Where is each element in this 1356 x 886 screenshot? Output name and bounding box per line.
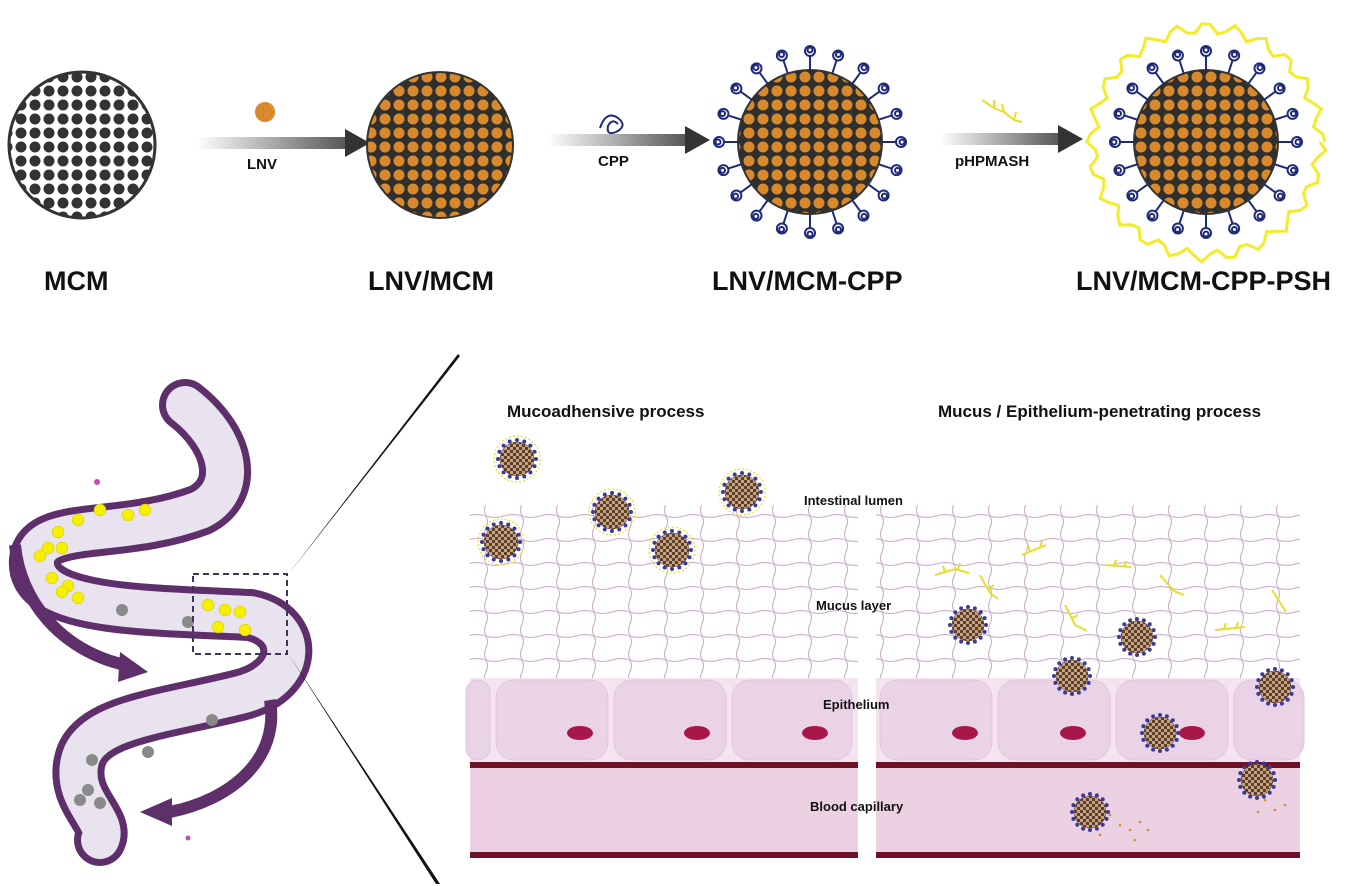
- arrow-label-lnv: LNV: [247, 156, 277, 173]
- nanoparticle: [493, 435, 541, 483]
- label-intestinal-lumen: Intestinal lumen: [804, 493, 903, 508]
- intestine-illustration: [9, 379, 313, 866]
- zoom-wedge-bottom: [287, 652, 440, 884]
- label-mcm: MCM: [44, 266, 109, 296]
- label-lnv-mcm: LNV/MCM: [368, 266, 494, 296]
- nanoparticle: [948, 605, 988, 645]
- nanoparticle: [718, 468, 766, 516]
- nanoparticle: [648, 526, 696, 574]
- arrow-lnv: [197, 102, 370, 157]
- nanoparticle: [1052, 656, 1092, 696]
- arrow-cpp: [548, 114, 710, 154]
- title-penetrating: Mucus / Epithelium-penetrating process: [938, 402, 1262, 421]
- nanoparticle: [1117, 617, 1157, 657]
- arrow-phpmash: [940, 99, 1083, 153]
- zoom-wedge-top: [287, 354, 460, 576]
- particle-lnv-mcm-cpp-psh: [1084, 22, 1328, 264]
- arrow-label-cpp: CPP: [598, 153, 629, 170]
- label-mucus-layer: Mucus layer: [816, 598, 892, 613]
- title-mucoadhesive: Mucoadhensive process: [507, 402, 705, 421]
- label-lnv-mcm-cpp: LNV/MCM-CPP: [712, 266, 903, 296]
- label-blood-capillary: Blood capillary: [810, 799, 904, 814]
- particle-mcm: [7, 70, 157, 220]
- label-lnv-mcm-cpp-psh: LNV/MCM-CPP-PSH: [1076, 266, 1331, 296]
- nanoparticle: [1070, 792, 1110, 832]
- nanoparticle: [588, 488, 636, 536]
- nanoparticle: [1237, 760, 1277, 800]
- penetrating-panel: [876, 505, 1305, 858]
- particle-lnv-mcm: [366, 71, 514, 219]
- nanoparticle: [1255, 667, 1295, 707]
- mucoadhesive-panel: [465, 505, 858, 858]
- label-epithelium: Epithelium: [823, 697, 890, 712]
- arrow-label-phpmash: pHPMASH: [955, 153, 1030, 170]
- nanoparticle: [477, 518, 525, 566]
- particle-lnv-mcm-cpp: [713, 45, 907, 239]
- zoom-box: [192, 573, 288, 655]
- nanoparticle: [1140, 713, 1180, 753]
